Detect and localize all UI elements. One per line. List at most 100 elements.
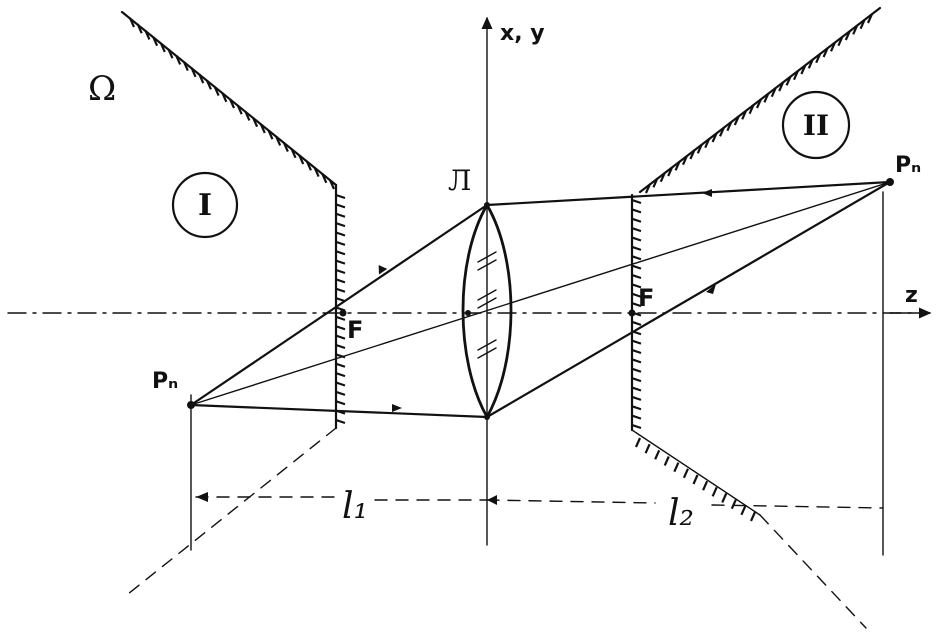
hatch-mark <box>667 166 674 177</box>
dimension-l1-arrow <box>196 492 208 502</box>
dimension-l2-line-left <box>486 499 656 504</box>
hatch-mark <box>267 129 274 140</box>
hatch-mark <box>681 155 689 166</box>
hatch-mark <box>221 92 228 103</box>
hatch-mark <box>631 339 642 345</box>
hatch-mark <box>335 268 346 275</box>
ray-arrow-1 <box>378 265 388 275</box>
lens <box>461 203 513 419</box>
hatch-mark <box>335 362 346 368</box>
hatch-mark <box>807 58 814 69</box>
hatch-mark <box>213 86 220 96</box>
hatch-mark <box>305 160 312 171</box>
hatch-mark <box>136 23 143 34</box>
lens-center-dot <box>465 310 471 316</box>
hatch-mark <box>290 148 297 159</box>
hatch-mark <box>631 320 642 326</box>
hatch-mark <box>631 236 642 242</box>
hatch-mark <box>721 493 728 503</box>
hatch-mark <box>673 462 680 473</box>
hatch-mark <box>815 53 822 64</box>
hatch-mark <box>275 135 282 146</box>
right-boundary-hatching-vertical <box>631 198 642 430</box>
hatch-mark <box>631 227 642 233</box>
left-boundary-hatching-vertical <box>335 193 346 425</box>
ray-right-through-focus <box>485 180 892 419</box>
hatch-mark <box>335 315 346 321</box>
hatch-mark <box>733 115 740 126</box>
focus-right-dot <box>628 309 636 317</box>
hatch-mark <box>631 292 642 298</box>
hatch-mark <box>659 172 666 183</box>
hatch-mark <box>748 104 755 115</box>
hatch-mark <box>822 47 829 58</box>
hatch-mark <box>335 193 346 200</box>
hatch-mark <box>282 142 289 153</box>
hatch-mark <box>175 54 182 65</box>
hatch-mark <box>190 67 197 78</box>
hatch-mark <box>631 348 642 355</box>
hatch-mark <box>328 179 336 190</box>
hatch-mark <box>866 13 874 24</box>
hatch-mark <box>631 423 642 430</box>
hatch-mark <box>631 217 642 223</box>
dimension-l2-line-right <box>711 504 884 509</box>
ray-through-center <box>190 181 891 406</box>
hatch-mark <box>631 358 642 364</box>
hatch-mark <box>631 273 642 280</box>
hatch-mark <box>244 111 251 121</box>
hatch-mark <box>702 480 709 491</box>
hatch-mark <box>335 222 346 228</box>
point-left-label: Pₙ <box>152 369 178 394</box>
region-one-label: I <box>198 188 212 223</box>
hatch-mark <box>711 486 718 497</box>
hatch-mark <box>718 126 726 137</box>
hatch-mark <box>631 377 642 383</box>
hatch-mark <box>335 212 346 218</box>
focus-left-dot <box>339 309 347 317</box>
hatch-mark <box>335 334 346 340</box>
hatch-mark <box>696 143 703 154</box>
hatch-mark <box>674 160 681 171</box>
distance-l2-label: l₂ <box>668 493 694 534</box>
hatch-mark <box>167 48 174 59</box>
hatch-mark <box>692 474 699 485</box>
distance-l1-label: l₁ <box>342 486 368 527</box>
lens-left-surface <box>461 203 489 419</box>
horizontal-axis-label: z <box>905 283 918 308</box>
hatch-mark <box>644 443 651 454</box>
hatch-mark <box>741 109 748 120</box>
hatch-mark <box>726 121 733 132</box>
hatch-mark <box>128 17 136 28</box>
hatch-mark <box>770 87 777 98</box>
ray-arrow-4 <box>706 284 716 294</box>
hatch-mark <box>335 343 346 350</box>
hatch-mark <box>252 117 259 128</box>
hatch-mark <box>236 104 243 115</box>
hatch-mark <box>631 283 642 289</box>
hatch-mark <box>159 42 166 53</box>
hatch-mark <box>631 198 642 205</box>
ray-arrow-2 <box>392 404 402 412</box>
lens-label: Л <box>448 164 471 197</box>
ray-right-parallel <box>485 180 892 207</box>
hatch-mark <box>631 386 642 392</box>
hatch-mark <box>755 98 763 109</box>
hatch-mark <box>740 505 747 516</box>
hatch-mark <box>335 287 346 293</box>
hatch-mark <box>631 245 642 251</box>
lens-tick-4 <box>477 297 497 309</box>
ray-arrow-3 <box>702 189 712 197</box>
point-right-pn <box>886 178 894 186</box>
hatch-mark <box>654 449 661 460</box>
hatch-mark <box>335 250 346 256</box>
hatch-mark <box>730 499 737 510</box>
lens-tick-3 <box>477 289 497 301</box>
lens-right-surface <box>485 203 513 419</box>
region-two-label: II <box>803 109 829 142</box>
lens-tick-5 <box>477 339 497 351</box>
hatch-mark <box>663 456 670 466</box>
right-boundary-lower-dashed-edge <box>759 514 867 629</box>
hatch-mark <box>652 177 659 188</box>
lens-tick-2 <box>477 259 497 271</box>
